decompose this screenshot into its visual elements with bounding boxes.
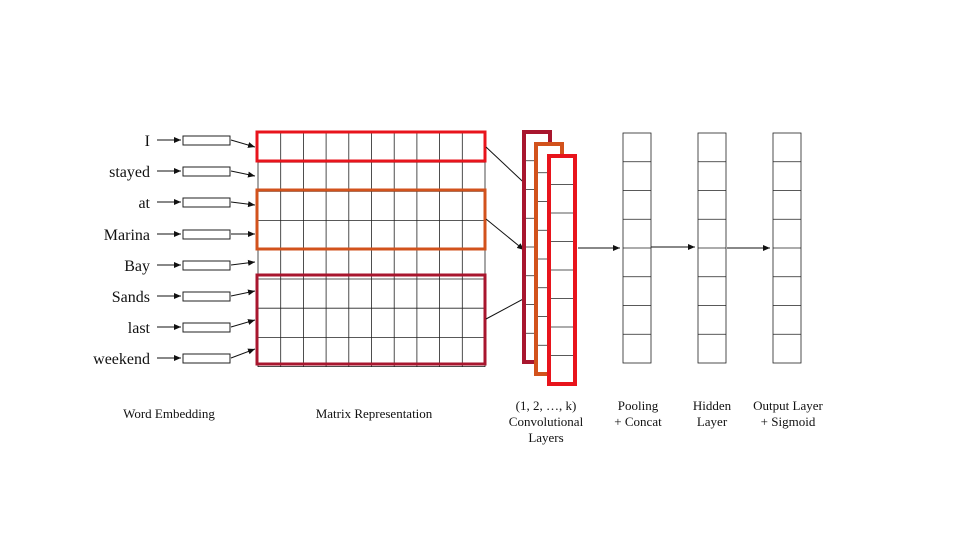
output-caption-line-1: Output Layer [753, 398, 823, 413]
pooling-caption-line-1: Pooling [618, 398, 659, 413]
hidden-caption-line-1: Hidden [693, 398, 732, 413]
embedding-vector [182, 291, 231, 302]
word-label: weekend [93, 351, 150, 368]
convolutional-layers [522, 130, 577, 386]
filter-window-red [255, 130, 487, 163]
embedding-vector [182, 353, 231, 364]
word-label: last [128, 320, 151, 337]
embedding-to-matrix-arrow [230, 289, 256, 297]
filter-window-orange [255, 188, 487, 251]
word-label: I [145, 133, 150, 150]
hidden-layer-vector [697, 132, 727, 364]
embedding-vector [182, 229, 231, 240]
conv-caption-line-3: Layers [528, 430, 563, 445]
word-embeddings [157, 135, 256, 364]
word-label: Sands [112, 289, 150, 306]
embedding-to-matrix-arrow [230, 139, 256, 148]
embedding-vector [182, 197, 231, 208]
hidden-caption-line-2: Layer [697, 414, 728, 429]
filter-window-crimson [255, 273, 487, 366]
word-embedding-caption: Word Embedding [123, 406, 215, 421]
embedding-to-matrix-arrow [230, 201, 256, 208]
output-layer-vector [772, 132, 802, 364]
input-words: I stayed at Marina Bay Sands last weeken… [93, 133, 150, 368]
conv-caption-line-2: Convolutional [509, 414, 584, 429]
word-label: Bay [124, 258, 150, 275]
word-label: at [138, 195, 150, 212]
embedding-to-matrix-arrow [230, 348, 256, 359]
embedding-to-matrix-arrow [230, 170, 256, 178]
embedding-vector [182, 135, 231, 146]
filter-to-conv-arrow [485, 218, 525, 251]
conv-caption-line-1: (1, 2, …, k) [516, 398, 577, 413]
embedding-vector [182, 260, 231, 271]
pooling-concat-vector [622, 132, 652, 364]
matrix-representation-caption: Matrix Representation [316, 406, 433, 421]
embedding-to-matrix-arrow [230, 319, 256, 328]
word-label: stayed [109, 164, 150, 181]
conv-layer-red [547, 154, 577, 386]
pooling-caption-line-2: + Concat [614, 414, 662, 429]
embedding-vector [182, 322, 231, 333]
word-label: Marina [104, 227, 150, 244]
embedding-vector [182, 166, 231, 177]
embedding-to-matrix-arrow [230, 259, 256, 266]
conv-layer-border [547, 154, 577, 386]
output-caption-line-2: + Sigmoid [761, 414, 816, 429]
